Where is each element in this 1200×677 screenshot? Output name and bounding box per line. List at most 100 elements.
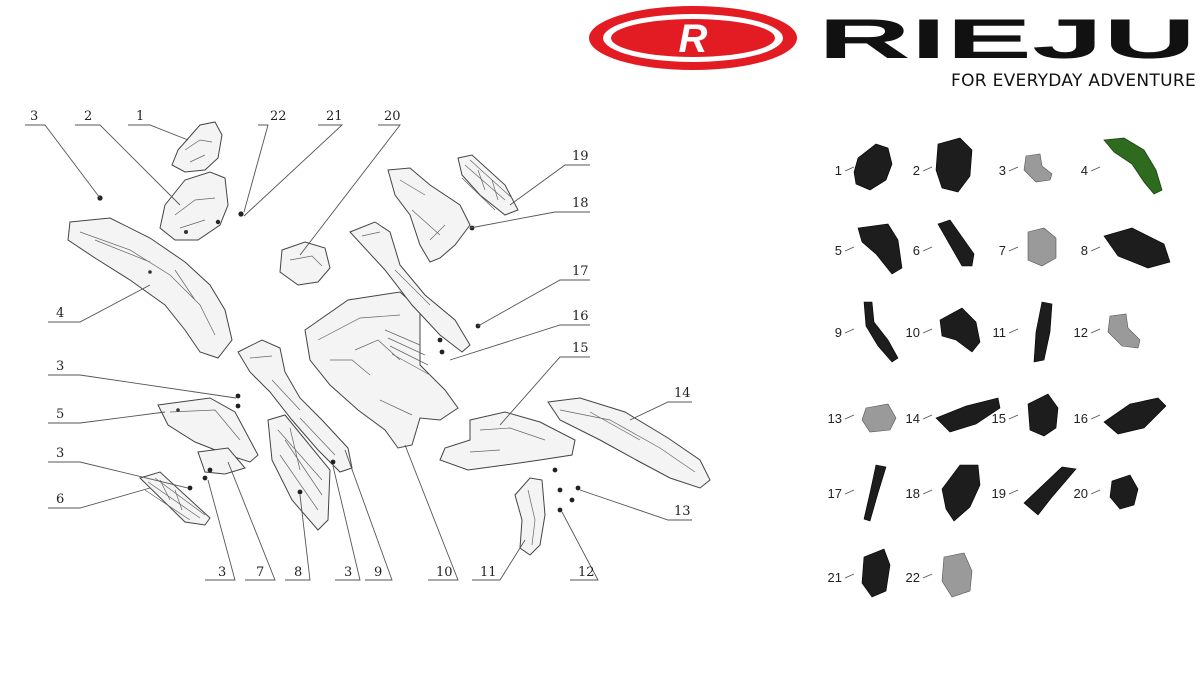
gallery-item: 16 <box>1074 397 1167 435</box>
gallery-item: 11 <box>993 301 1053 363</box>
callout-1: 1 <box>136 109 144 124</box>
brand-logo: R RIEJU FOR EVERYDAY ADVENTURE <box>589 6 1196 91</box>
gallery-item-number: 3 <box>999 163 1006 178</box>
screw-icon <box>1023 153 1053 183</box>
callout-16: 16 <box>572 309 589 324</box>
gallery-leader <box>844 573 855 579</box>
washer-icon <box>861 403 897 433</box>
diagram-part-8 <box>267 414 331 531</box>
gallery-item: 4 <box>1081 137 1163 195</box>
diagram-part-1 <box>171 121 223 173</box>
diagram-callouts: 3 2 1 22 21 20 19 18 17 16 15 14 13 4 3 … <box>30 109 691 580</box>
gallery-leader <box>1008 246 1019 252</box>
gallery-item-number: 15 <box>992 411 1006 426</box>
gallery-leader <box>1008 414 1019 420</box>
callout-18: 18 <box>572 196 589 211</box>
callout-3b: 3 <box>56 359 64 374</box>
gallery-item: 5 <box>835 223 903 275</box>
diagram-part-5 <box>157 397 259 463</box>
callout-8: 8 <box>294 565 302 580</box>
gallery-item: 20 <box>1074 474 1139 510</box>
gallery-leader <box>1090 328 1101 334</box>
gallery-item-number: 7 <box>999 243 1006 258</box>
callout-17: 17 <box>572 264 589 279</box>
callout-13: 13 <box>674 504 691 519</box>
gallery-leader <box>922 489 933 495</box>
diagram-part-4 <box>67 217 233 359</box>
gallery-item-number: 12 <box>1074 325 1088 340</box>
gallery-item-number: 4 <box>1081 163 1088 178</box>
exploded-diagram: 3 2 1 22 21 20 19 18 17 16 15 14 13 4 3 … <box>25 109 711 581</box>
gallery-item-number: 13 <box>828 411 842 426</box>
gallery-item: 10 <box>906 307 981 353</box>
leader-lines <box>25 124 692 581</box>
callout-3e: 3 <box>344 565 352 580</box>
headlight-bracket-icon <box>853 143 893 191</box>
gallery-item: 9 <box>835 301 899 363</box>
gallery-leader <box>922 246 933 252</box>
gallery-leader <box>844 328 855 334</box>
bolt-icon <box>1107 313 1141 349</box>
diagram-part-17 <box>349 221 471 353</box>
gallery-item: 3 <box>999 153 1053 183</box>
gallery-item-number: 8 <box>1081 243 1088 258</box>
gallery-item-number: 21 <box>828 570 842 585</box>
callout-3d: 3 <box>218 565 226 580</box>
gallery-item-number: 10 <box>906 325 920 340</box>
gallery-leader <box>1008 166 1019 172</box>
gallery-leader <box>844 246 855 252</box>
gallery-leader <box>1090 246 1101 252</box>
nut-icon <box>1027 227 1057 267</box>
headlight-mask-icon <box>935 137 973 193</box>
diagram-part-9 <box>237 339 353 473</box>
gallery-item: 2 <box>913 137 973 193</box>
diagram-part-6 <box>139 471 211 526</box>
rear-fender-icon <box>935 397 1001 433</box>
gallery-item-number: 19 <box>992 486 1006 501</box>
gallery-item-number: 16 <box>1074 411 1088 426</box>
gallery-leader <box>1090 414 1101 420</box>
gallery-item: 21 <box>828 548 891 598</box>
callout-11: 11 <box>480 565 497 580</box>
side-panel-icon <box>857 223 903 275</box>
callout-20: 20 <box>384 109 401 124</box>
gallery-item: 8 <box>1081 227 1171 269</box>
logo-ellipse-core <box>611 19 775 57</box>
gallery-item: 15 <box>992 393 1059 437</box>
diagram-part-10 <box>304 291 459 449</box>
trim-strip-icon <box>863 464 887 522</box>
callout-4: 4 <box>56 306 64 321</box>
airbox-cover-icon <box>1103 397 1167 435</box>
gallery-leader <box>1008 328 1019 334</box>
grille-icon <box>937 219 975 267</box>
fender-bracket-icon <box>1027 393 1059 437</box>
frame-guard-icon <box>863 301 899 363</box>
gallery-leader <box>1090 489 1101 495</box>
side-cover-grille-icon <box>1103 227 1171 269</box>
gallery-leader <box>844 489 855 495</box>
callout-15: 15 <box>572 341 589 356</box>
callout-14: 14 <box>674 386 691 401</box>
diagram-part-15 <box>439 411 576 471</box>
gallery-item: 6 <box>913 219 975 267</box>
small-bracket-icon <box>1109 474 1139 510</box>
diagram-part-11 <box>514 477 546 556</box>
gallery-item: 22 <box>906 552 973 598</box>
diagram-part-20 <box>279 241 331 286</box>
gallery-item-number: 9 <box>835 325 842 340</box>
gallery-item-number: 14 <box>906 411 920 426</box>
radiator-shroud-icon <box>941 464 981 522</box>
gallery-item-number: 20 <box>1074 486 1088 501</box>
callout-9: 9 <box>374 565 382 580</box>
callout-12: 12 <box>578 565 595 580</box>
callout-7: 7 <box>256 565 264 580</box>
callout-21: 21 <box>326 109 343 124</box>
gallery-item-number: 17 <box>828 486 842 501</box>
gallery-item-number: 6 <box>913 243 920 258</box>
callout-5: 5 <box>56 407 64 422</box>
mud-guard-icon <box>939 307 981 353</box>
shroud-grille-icon <box>1023 466 1077 516</box>
gallery-item-number: 18 <box>906 486 920 501</box>
